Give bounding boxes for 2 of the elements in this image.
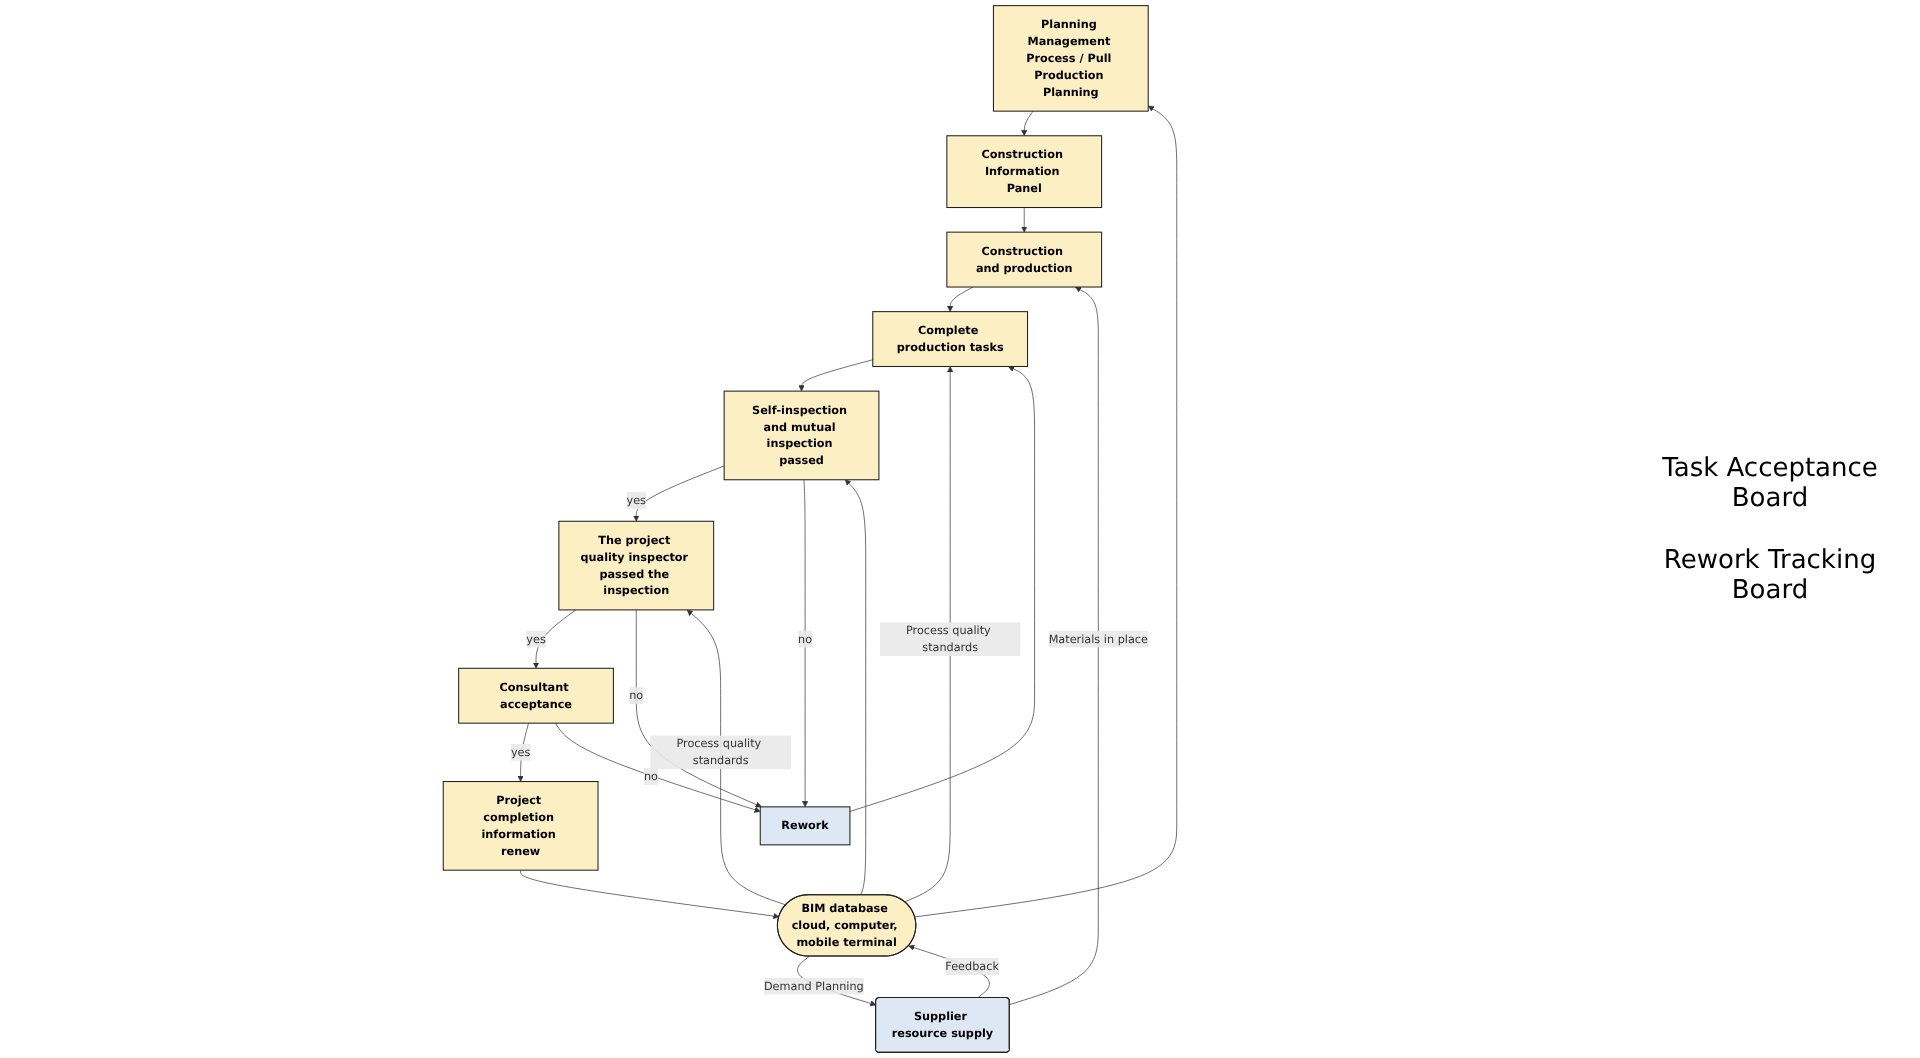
note-label: Task Acceptance Board <box>1660 453 1880 513</box>
note-label: Rework Tracking Board <box>1661 545 1879 605</box>
